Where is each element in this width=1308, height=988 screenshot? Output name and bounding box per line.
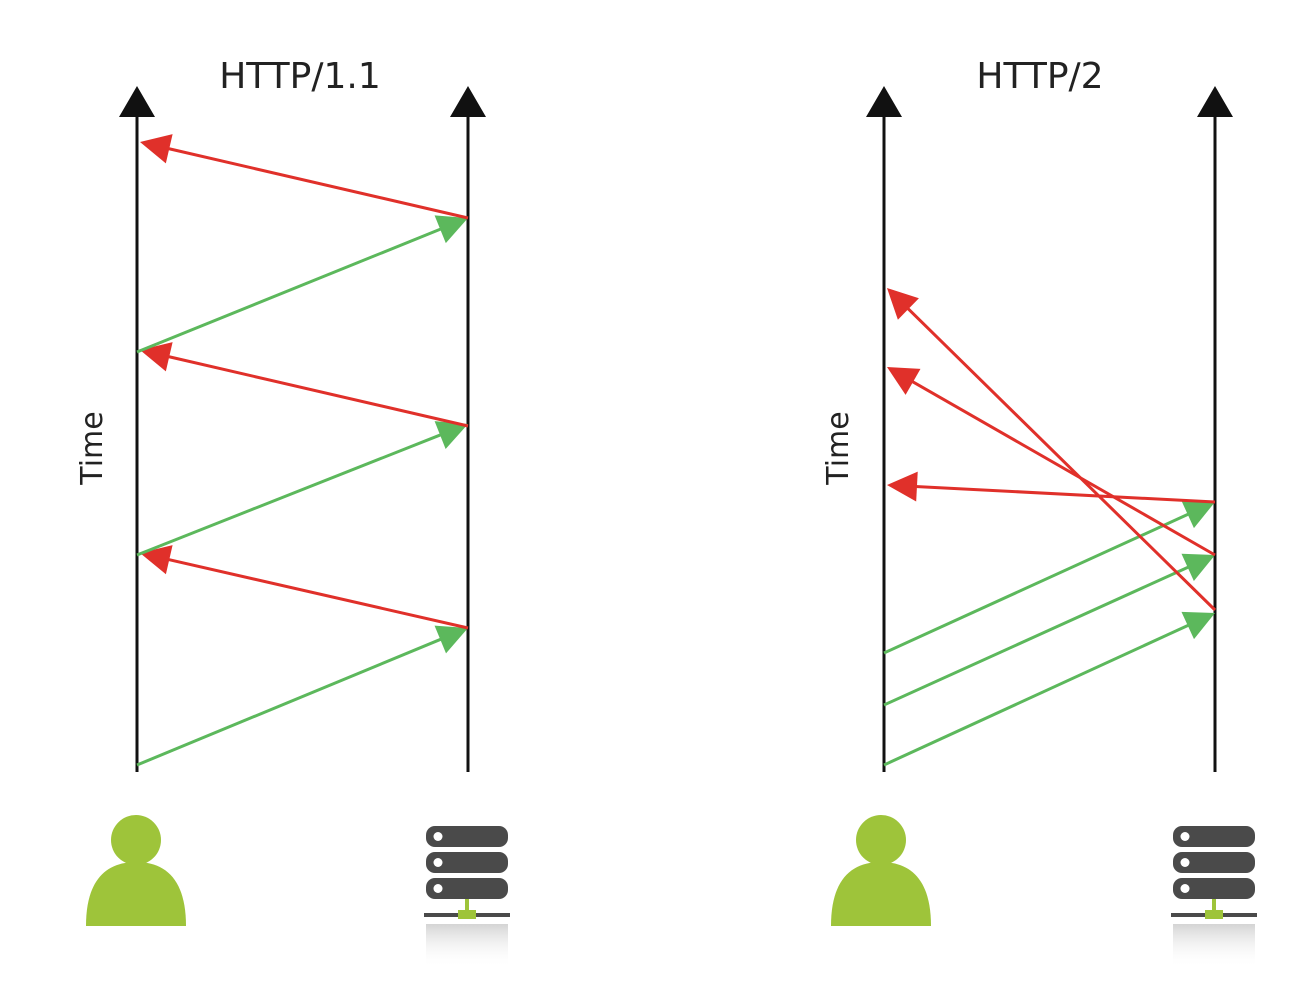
response-arrow-arrowhead xyxy=(887,367,921,395)
response-arrow-line xyxy=(912,484,1216,504)
response-arrow-line xyxy=(165,557,469,630)
request-arrow-arrowhead xyxy=(434,625,468,654)
request-arrow-arrowhead xyxy=(1181,611,1215,640)
request-arrow xyxy=(136,421,468,557)
request-arrow-line xyxy=(883,511,1192,655)
request-arrow xyxy=(883,611,1215,767)
client-timeline-arrowhead xyxy=(119,86,155,117)
time-axis-label: Time xyxy=(75,411,110,485)
response-arrow-arrowhead xyxy=(140,545,173,575)
response-arrow-line xyxy=(904,305,1217,612)
message-arrows-http1 xyxy=(136,134,469,767)
time-axis-label: Time xyxy=(821,411,856,485)
message-arrows-http2 xyxy=(883,288,1217,767)
request-arrow xyxy=(883,553,1215,707)
panel-http2: HTTP/2 Time xyxy=(821,56,1257,968)
request-arrow-line xyxy=(883,564,1192,707)
request-arrow-line xyxy=(136,432,445,557)
client-timeline-arrowhead xyxy=(866,86,902,117)
request-arrow xyxy=(136,625,468,767)
response-arrow-arrowhead xyxy=(140,134,173,164)
request-arrow-arrowhead xyxy=(434,215,468,244)
panel-title-http1: HTTP/1.1 xyxy=(219,56,381,97)
response-arrow-line xyxy=(164,354,469,428)
panel-title-http2: HTTP/2 xyxy=(976,56,1103,97)
request-arrow-line xyxy=(883,622,1192,767)
request-arrow-arrowhead xyxy=(434,421,468,449)
request-arrow xyxy=(136,215,468,354)
response-arrow xyxy=(887,288,1217,612)
response-arrow-arrowhead xyxy=(887,288,919,320)
response-arrow xyxy=(140,342,469,428)
response-arrow xyxy=(140,134,469,220)
response-arrow xyxy=(887,367,1216,557)
request-arrow-line xyxy=(136,226,445,354)
user-icon xyxy=(831,815,931,926)
panel-http1: HTTP/1.1 Time xyxy=(75,56,510,968)
response-arrow-line xyxy=(164,146,469,220)
response-arrow-arrowhead xyxy=(140,342,173,372)
request-arrow-arrowhead xyxy=(1181,553,1215,582)
request-arrow-line xyxy=(136,636,445,767)
user-icon xyxy=(86,815,186,926)
server-icon xyxy=(1171,826,1257,968)
response-arrow xyxy=(140,545,469,630)
response-arrow-line xyxy=(908,378,1216,557)
server-icon xyxy=(424,826,510,968)
request-arrow-arrowhead xyxy=(1181,500,1215,529)
response-arrow-arrowhead xyxy=(887,471,918,502)
server-timeline-arrowhead xyxy=(450,86,486,117)
server-timeline-arrowhead xyxy=(1197,86,1233,117)
response-arrow xyxy=(887,471,1216,504)
